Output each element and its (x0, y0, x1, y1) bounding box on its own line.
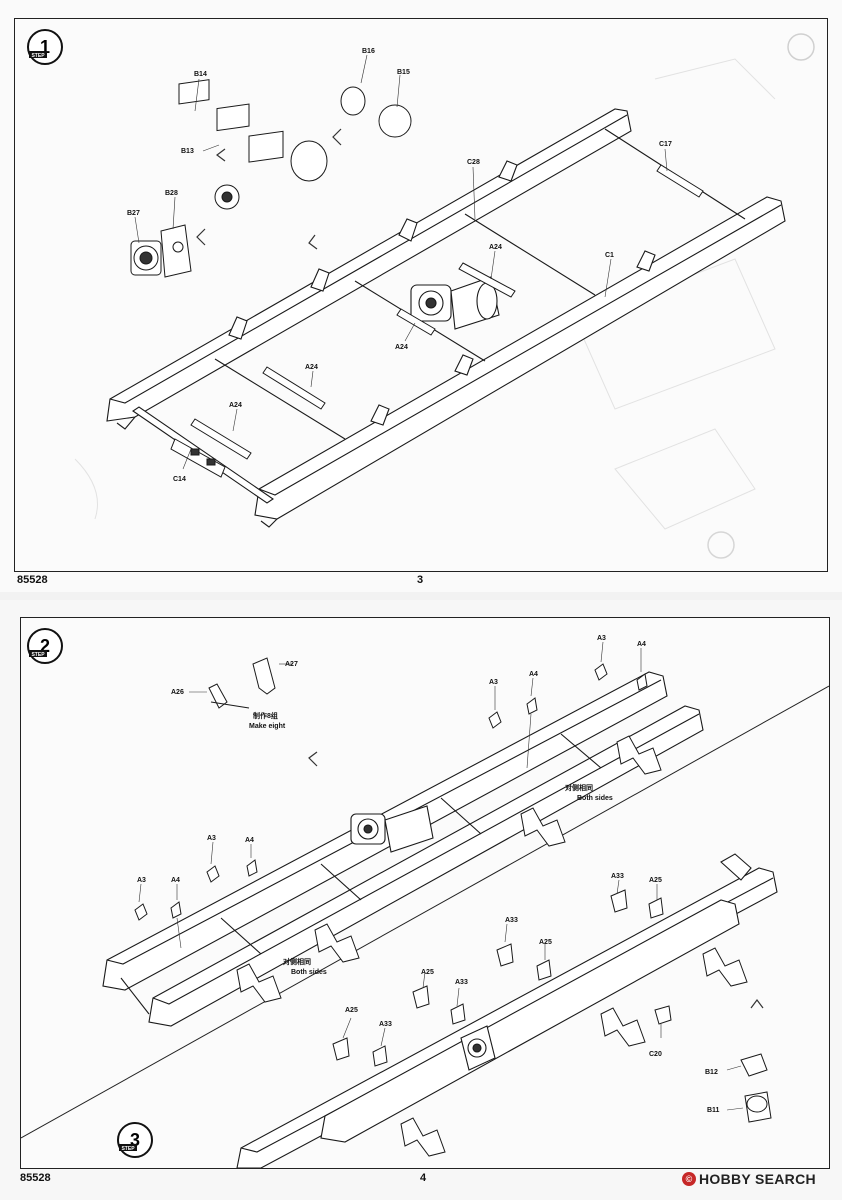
leader-lines (134, 54, 668, 470)
spring-hangers-step2 (134, 663, 662, 1003)
label-b28: B28 (165, 190, 178, 197)
step-1-badge: 1 STEP (27, 29, 63, 65)
step-1-number: 1 (40, 37, 50, 57)
label-a3-4: A3 (137, 877, 146, 884)
label-b16: B16 (362, 48, 375, 55)
label-a26: A26 (171, 689, 184, 696)
watermark-logo-icon: © (682, 1172, 696, 1186)
label-a33-2: A33 (505, 917, 518, 924)
label-b11: B11 (707, 1107, 720, 1114)
step-2-chassis (102, 671, 704, 1027)
step-3-chassis (236, 853, 778, 1168)
a24-shafts (190, 164, 704, 460)
c14-part (170, 438, 226, 478)
step-2-badge: 2 STEP (27, 628, 63, 664)
label-a33-4: A33 (379, 1021, 392, 1028)
note-both-1-en: Both sides (577, 795, 613, 802)
note-both-2-cn: 对侧相同 (283, 957, 311, 966)
note-make-cn: 制作8组 (253, 711, 278, 720)
watermark: © HOBBY SEARCH (682, 1171, 816, 1187)
label-a3-1: A3 (597, 635, 606, 642)
label-a4-4: A4 (171, 877, 180, 884)
step-3-badge: 3 STEP (117, 1122, 153, 1158)
label-a25-4: A25 (345, 1007, 358, 1014)
label-b14: B14 (194, 71, 207, 78)
label-b13: B13 (181, 148, 194, 155)
label-b15: B15 (397, 69, 410, 76)
page-frame: 1 STEP (14, 18, 828, 572)
label-a4-3: A4 (245, 837, 254, 844)
label-c14: C14 (173, 476, 186, 483)
label-a25-3: A25 (421, 969, 434, 976)
label-c1: C1 (605, 252, 614, 259)
transfer-case (410, 276, 500, 330)
label-c20: C20 (649, 1051, 662, 1058)
spring-hangers-step3 (332, 889, 772, 1157)
chassis-frame (106, 108, 786, 528)
a26-a27-subassembly (208, 657, 276, 709)
catalog-number: 85528 (20, 1172, 51, 1184)
label-a24-low: A24 (305, 364, 318, 371)
label-a4-2: A4 (529, 671, 538, 678)
label-a25-2: A25 (539, 939, 552, 946)
gearbox-parts (130, 79, 412, 278)
step-1-word: STEP (31, 53, 45, 59)
label-a24-top: A24 (489, 244, 502, 251)
label-c28: C28 (467, 159, 480, 166)
label-a33-1: A33 (611, 873, 624, 880)
catalog-number: 85528 (17, 574, 48, 586)
label-a4-1: A4 (637, 641, 646, 648)
step-divider (21, 685, 829, 1139)
note-make-en: Make eight (249, 723, 286, 730)
instruction-page-4: 2 STEP 3 STEP A27 A26 (0, 600, 842, 1200)
watermark-text: HOBBY SEARCH (699, 1171, 816, 1187)
label-a3-3: A3 (207, 835, 216, 842)
label-a25-1: A25 (649, 877, 662, 884)
label-a27: A27 (285, 661, 298, 668)
page-number: 3 (417, 574, 424, 586)
step-3-number: 3 (130, 1130, 140, 1150)
label-b27: B27 (127, 210, 140, 217)
label-a33-3: A33 (455, 979, 468, 986)
step-2-3-diagram: 2 STEP 3 STEP A27 A26 (21, 628, 829, 1168)
label-a24-left: A24 (229, 402, 242, 409)
label-b12: B12 (705, 1069, 718, 1076)
instruction-page-3: 1 STEP (0, 0, 842, 592)
step-1-diagram: 1 STEP (27, 29, 815, 559)
label-c17: C17 (659, 141, 672, 148)
note-both-1-cn: 对侧相同 (565, 783, 593, 792)
page-frame: 2 STEP 3 STEP A27 A26 (20, 617, 830, 1169)
label-a3-2: A3 (489, 679, 498, 686)
step-2-word: STEP (31, 652, 45, 658)
page-number: 4 (420, 1172, 427, 1184)
label-a24-mid: A24 (395, 344, 408, 351)
step-2-number: 2 (40, 636, 50, 656)
step-3-word: STEP (121, 1146, 135, 1152)
note-both-2-en: Both sides (291, 969, 327, 976)
assembly-arrows (196, 128, 342, 250)
